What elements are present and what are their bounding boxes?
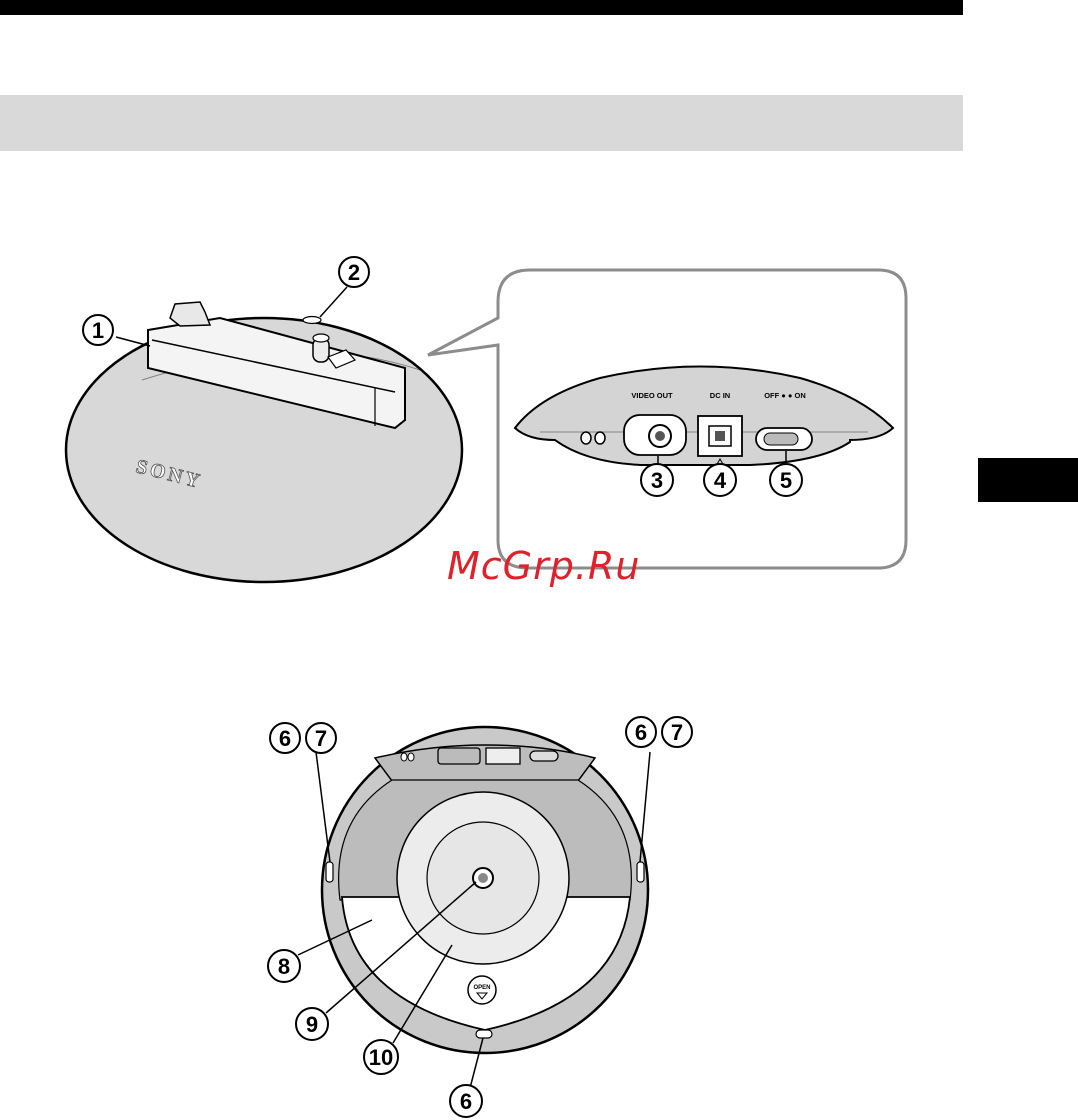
indicator-right [637,862,644,882]
svg-text:7: 7 [671,720,683,745]
svg-text:7: 7 [315,726,327,751]
power-switch-label: OFF ● ● ON [764,391,806,400]
svg-text:10: 10 [369,1045,393,1070]
video-out-label: VIDEO OUT [631,391,673,400]
open-label: OPEN [473,985,490,991]
callout-10: 10 [364,1040,398,1074]
svg-text:9: 9 [306,1012,318,1037]
device-top-view: OPEN [298,727,650,1088]
indicator-left [326,862,333,882]
callout-1: 1 [83,315,113,345]
svg-text:6: 6 [279,726,291,751]
callout-6-bottom: 6 [450,1085,482,1117]
callout-7-left-top: 7 [306,723,336,753]
svg-text:8: 8 [278,954,290,979]
slot-right [595,432,605,444]
callout-6-right-top: 6 [626,717,656,747]
svg-text:6: 6 [460,1089,472,1114]
dock-connector [170,302,210,326]
dc-in-label: DC IN [710,391,730,400]
callout-5: 5 [770,464,802,496]
svg-text:3: 3 [651,468,663,493]
callout-6-left-top: 6 [270,723,300,753]
svg-text:4: 4 [714,468,727,493]
callout-9: 9 [296,1008,328,1040]
callout-3: 3 [641,464,673,496]
callout-2: 2 [339,257,369,287]
svg-text:1: 1 [92,318,104,343]
dock-hole [303,317,321,324]
watermark-text: McGrp.Ru [447,544,640,588]
callout-7-right-top: 7 [662,717,692,747]
svg-text:2: 2 [348,260,360,285]
docking-station-illustration: SONY [66,287,462,582]
svg-text:6: 6 [635,720,647,745]
zoom-bubble: VIDEO OUT DC IN OFF ● ● ON [428,270,906,568]
svg-text:5: 5 [780,468,792,493]
indicator-bottom [476,1030,492,1038]
callout-8: 8 [268,950,300,982]
callout-4: 4 [704,464,736,496]
slot-left [581,432,591,444]
